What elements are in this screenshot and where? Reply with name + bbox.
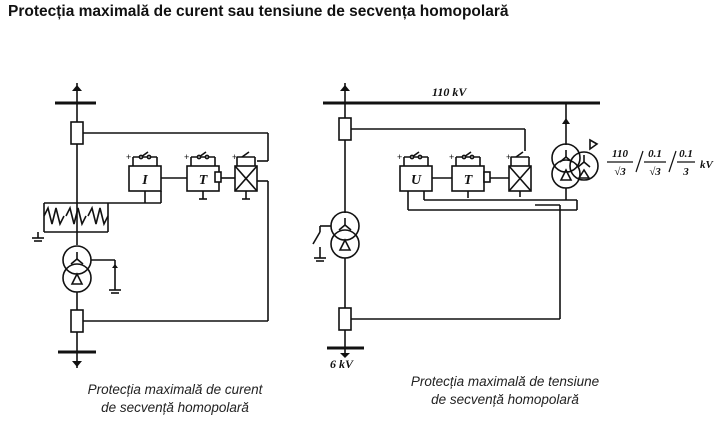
- left-time-relay-label: T: [199, 173, 209, 188]
- vt-ratio: 110 √3 0.1 √3 0.1 3 kV: [607, 148, 715, 178]
- right-voltage-transformer: [551, 103, 599, 189]
- left-caption-line1: Protecția maximală de curent: [87, 382, 263, 397]
- right-top-current-transformer: [338, 117, 352, 141]
- right-schematic: [312, 83, 600, 358]
- vt-ratio-n2: 0.1: [648, 148, 662, 160]
- left-current-relay-label: I: [141, 173, 148, 188]
- right-caption-line2: de secvență homopolară: [431, 392, 579, 407]
- left-zero-sequence-filter: [32, 202, 161, 242]
- left-current-relay: [128, 151, 162, 192]
- left-top-current-transformer: [70, 121, 84, 145]
- left-caption: Protecția maximală de curent de secvență…: [50, 381, 300, 417]
- vt-ratio-d1: √3: [614, 166, 626, 178]
- svg-text:+: +: [449, 152, 454, 162]
- vt-ratio-n1: 110: [612, 148, 628, 160]
- left-caption-line2: de secvență homopolară: [101, 400, 249, 415]
- right-caption-line1: Protecția maximală de tensiune: [410, 374, 600, 389]
- svg-text:+: +: [184, 152, 189, 162]
- left-power-transformer: [62, 245, 92, 293]
- right-time-relay-label: T: [464, 173, 474, 188]
- bus-110kv-label: 110 kV: [432, 85, 467, 99]
- left-schematic: [32, 83, 269, 368]
- page-title: Protecția maximală de curent sau tensiun…: [8, 3, 509, 20]
- right-bottom-current-transformer: [338, 307, 352, 331]
- svg-text:+: +: [397, 152, 402, 162]
- right-caption: Protecția maximală de tensiune de secven…: [360, 373, 650, 409]
- vt-ratio-d3: 3: [682, 166, 689, 178]
- left-output-relay: [234, 151, 258, 192]
- right-voltage-relay-label: U: [411, 173, 422, 188]
- right-voltage-relay: [399, 151, 433, 192]
- svg-text:+: +: [232, 152, 237, 162]
- left-bottom-current-transformer: [70, 309, 84, 333]
- bus-6kv-label: 6 kV: [330, 357, 354, 371]
- vt-ratio-n3: 0.1: [679, 148, 693, 160]
- vt-ratio-unit: kV: [700, 159, 715, 171]
- right-output-relay: [508, 151, 532, 192]
- svg-text:+: +: [126, 152, 131, 162]
- svg-text:+: +: [506, 152, 511, 162]
- right-power-transformer: [330, 211, 360, 259]
- vt-ratio-d2: √3: [649, 166, 661, 178]
